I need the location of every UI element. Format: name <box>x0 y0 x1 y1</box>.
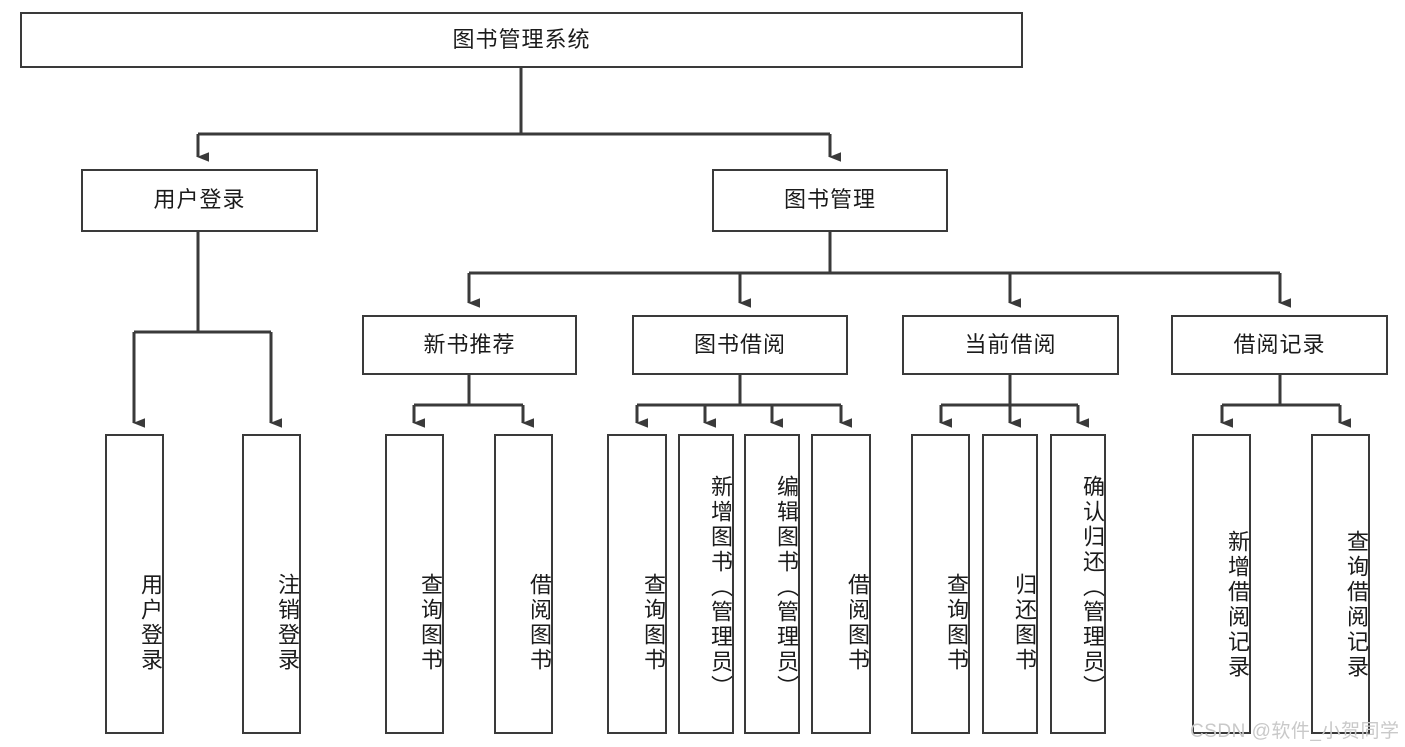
node-leaf-user-login[interactable]: 用户登录 <box>105 434 164 734</box>
node-leaf-return-book[interactable]: 归还图书 <box>982 434 1038 734</box>
node-book-borrow[interactable]: 图书借阅 <box>632 315 848 375</box>
node-label: 用户登录 <box>153 187 246 213</box>
node-leaf-add-book-admin[interactable]: 新增图书（管理员） <box>678 434 734 734</box>
node-book-management[interactable]: 图书管理 <box>712 169 948 232</box>
node-new-book-recommend[interactable]: 新书推荐 <box>362 315 577 375</box>
node-label: 借阅记录 <box>1233 331 1326 357</box>
node-label: 编辑图书（管理员） <box>774 474 799 700</box>
node-label: 新书推荐 <box>423 331 516 357</box>
node-label: 查询图书 <box>418 573 443 673</box>
node-label: 图书管理系统 <box>452 26 591 52</box>
csdn-watermark: CSDN @软件_小贺同学 <box>1190 721 1400 742</box>
node-borrow-record[interactable]: 借阅记录 <box>1171 315 1388 375</box>
node-label: 借阅图书 <box>527 573 552 673</box>
node-label: 查询借阅记录 <box>1344 530 1369 680</box>
node-user-login[interactable]: 用户登录 <box>81 169 318 232</box>
node-leaf-confirm-return-admin[interactable]: 确认归还（管理员） <box>1050 434 1106 734</box>
node-label: 新增借阅记录 <box>1225 530 1250 680</box>
node-leaf-logout[interactable]: 注销登录 <box>242 434 301 734</box>
node-current-borrow[interactable]: 当前借阅 <box>902 315 1119 375</box>
node-leaf-borrow-book[interactable]: 借阅图书 <box>811 434 871 734</box>
node-label: 注销登录 <box>275 573 300 673</box>
node-leaf-query-borrow-record[interactable]: 查询借阅记录 <box>1311 434 1370 734</box>
node-label: 图书管理 <box>783 187 876 213</box>
node-leaf-edit-book-admin[interactable]: 编辑图书（管理员） <box>744 434 800 734</box>
node-root-system[interactable]: 图书管理系统 <box>20 12 1023 68</box>
node-leaf-query-book-current[interactable]: 查询图书 <box>911 434 970 734</box>
node-leaf-query-book-borrow[interactable]: 查询图书 <box>607 434 667 734</box>
node-label: 确认归还（管理员） <box>1080 474 1105 700</box>
node-label: 查询图书 <box>641 573 666 673</box>
node-label: 图书借阅 <box>693 331 786 357</box>
node-label: 当前借阅 <box>964 331 1057 357</box>
node-leaf-add-borrow-record[interactable]: 新增借阅记录 <box>1192 434 1251 734</box>
node-leaf-borrow-book-recommend[interactable]: 借阅图书 <box>494 434 553 734</box>
node-label: 查询图书 <box>944 573 969 673</box>
node-label: 新增图书（管理员） <box>708 474 733 700</box>
node-label: 归还图书 <box>1012 573 1037 673</box>
node-label: 借阅图书 <box>845 573 870 673</box>
node-leaf-query-book-recommend[interactable]: 查询图书 <box>385 434 444 734</box>
node-label: 用户登录 <box>138 573 163 673</box>
